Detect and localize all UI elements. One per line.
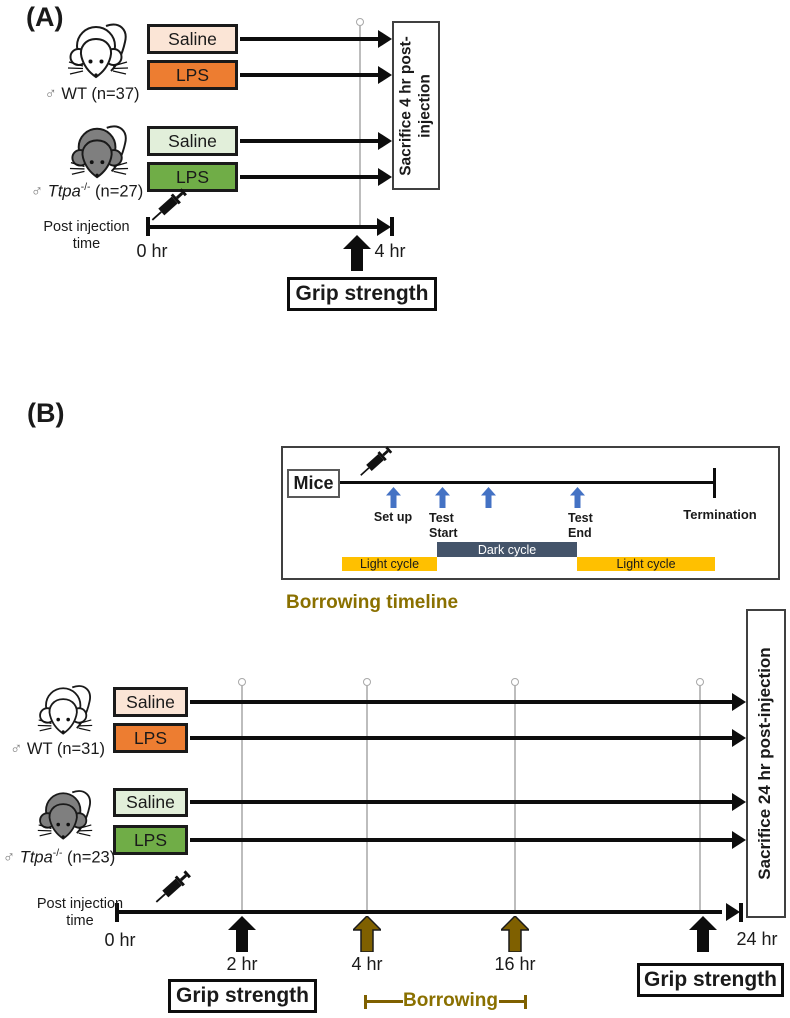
treatment-box-saline-wt-a: Saline xyxy=(147,24,238,54)
marker-line-late xyxy=(699,686,701,912)
borrowing-arrow-16hr xyxy=(501,916,529,952)
borrowing-bracket-right-tick xyxy=(524,995,527,1009)
borrowing-bracket-left-bar xyxy=(367,1000,403,1003)
marker-circle-4hr-a xyxy=(356,18,364,26)
time-0hr-b: 0 hr xyxy=(104,930,136,950)
sacrifice-text-a: Sacrifice 4 hr post-injection xyxy=(397,35,433,176)
marker-line-2hr xyxy=(241,686,243,912)
setup-arrow xyxy=(385,487,401,508)
treatment-box-saline-ttpa-a: Saline xyxy=(147,126,238,156)
borrowing-label: Borrowing xyxy=(403,990,498,1011)
setup-label: Set up xyxy=(373,510,413,524)
grip-strength-arrow-2hr xyxy=(228,916,256,952)
group-label-wt-b: ♂ WT (n=31) xyxy=(9,740,106,758)
grip-strength-arrow-late xyxy=(689,916,717,952)
grip-strength-box-b2: Grip strength xyxy=(637,963,784,997)
marker-line-4hr xyxy=(366,686,368,912)
syringe-icon xyxy=(152,868,193,907)
test-start-arrow xyxy=(434,487,450,508)
group-label-wt-a: ♂ WT (n=37) xyxy=(44,85,140,103)
treatment-box-lps-wt-b: LPS xyxy=(113,723,188,753)
borrowing-bracket-left-tick xyxy=(364,995,367,1009)
group-label-ttpa-a: ♂ Ttpa-/- (n=27) xyxy=(30,182,144,201)
timeline-b xyxy=(117,910,722,914)
grip-strength-arrow-a xyxy=(343,235,371,271)
mice-box: Mice xyxy=(287,469,340,498)
treatment-box-saline-ttpa-b: Saline xyxy=(113,788,188,817)
male-symbol: ♂ xyxy=(30,182,44,201)
treatment-box-lps-wt-a: LPS xyxy=(147,60,238,90)
inset-timeline xyxy=(340,481,716,484)
group-label-ttpa-b: ♂ Ttpa-/- (n=23) xyxy=(2,848,116,867)
time-24hr: 24 hr xyxy=(736,929,778,949)
borrowing-arrow-4hr xyxy=(353,916,381,952)
sacrifice-box-b: Sacrifice 24 hr post-injection xyxy=(746,609,786,918)
borrowing-bracket-right-bar xyxy=(499,1000,525,1003)
test-end-arrow xyxy=(569,487,585,508)
marker-line-16hr xyxy=(514,686,516,912)
marker-circle-late xyxy=(696,678,704,686)
mid-test-arrow xyxy=(480,487,496,508)
time-16hr: 16 hr xyxy=(494,954,536,974)
grip-strength-box-b1: Grip strength xyxy=(168,979,317,1013)
inset-end-tick xyxy=(713,468,716,498)
burrowing-timeline-caption: Borrowing timeline xyxy=(286,592,459,613)
time-4hr: 4 hr xyxy=(351,954,383,974)
marker-circle-16hr xyxy=(511,678,519,686)
wt-mouse-icon xyxy=(67,23,129,78)
sacrifice-text-b: Sacrifice 24 hr post-injection xyxy=(755,647,775,880)
ttpa-mouse-icon xyxy=(69,125,129,179)
sacrifice-box-a: Sacrifice 4 hr post-injection xyxy=(392,21,440,190)
treatment-box-lps-ttpa-b: LPS xyxy=(113,825,188,855)
dark-cycle-bar: Dark cycle xyxy=(437,542,577,557)
time-4hr-a: 4 hr xyxy=(374,241,406,261)
marker-circle-4hr xyxy=(363,678,371,686)
wt-mouse-icon xyxy=(36,685,94,735)
panel-b-label: (B) xyxy=(27,398,65,428)
marker-circle-2hr xyxy=(238,678,246,686)
male-symbol: ♂ xyxy=(2,848,16,867)
light-cycle-bar-left: Light cycle xyxy=(342,557,437,571)
male-symbol: ♂ xyxy=(9,740,23,758)
timeline-a xyxy=(148,225,382,229)
time-2hr: 2 hr xyxy=(226,954,258,974)
termination-label: Termination xyxy=(683,507,757,522)
treatment-box-saline-wt-b: Saline xyxy=(113,687,188,717)
time-0hr-a: 0 hr xyxy=(136,241,168,261)
light-cycle-bar-right: Light cycle xyxy=(577,557,715,571)
grip-strength-box-a: Grip strength xyxy=(287,277,437,311)
treatment-box-lps-ttpa-a: LPS xyxy=(147,162,238,192)
male-symbol: ♂ xyxy=(44,85,57,103)
timeline-end-tick-a xyxy=(390,217,394,236)
timeline-end-tick-b xyxy=(739,903,743,922)
panel-a-label: (A) xyxy=(26,2,64,32)
marker-line-4hr-a xyxy=(359,26,361,227)
ttpa-mouse-icon xyxy=(36,790,94,840)
